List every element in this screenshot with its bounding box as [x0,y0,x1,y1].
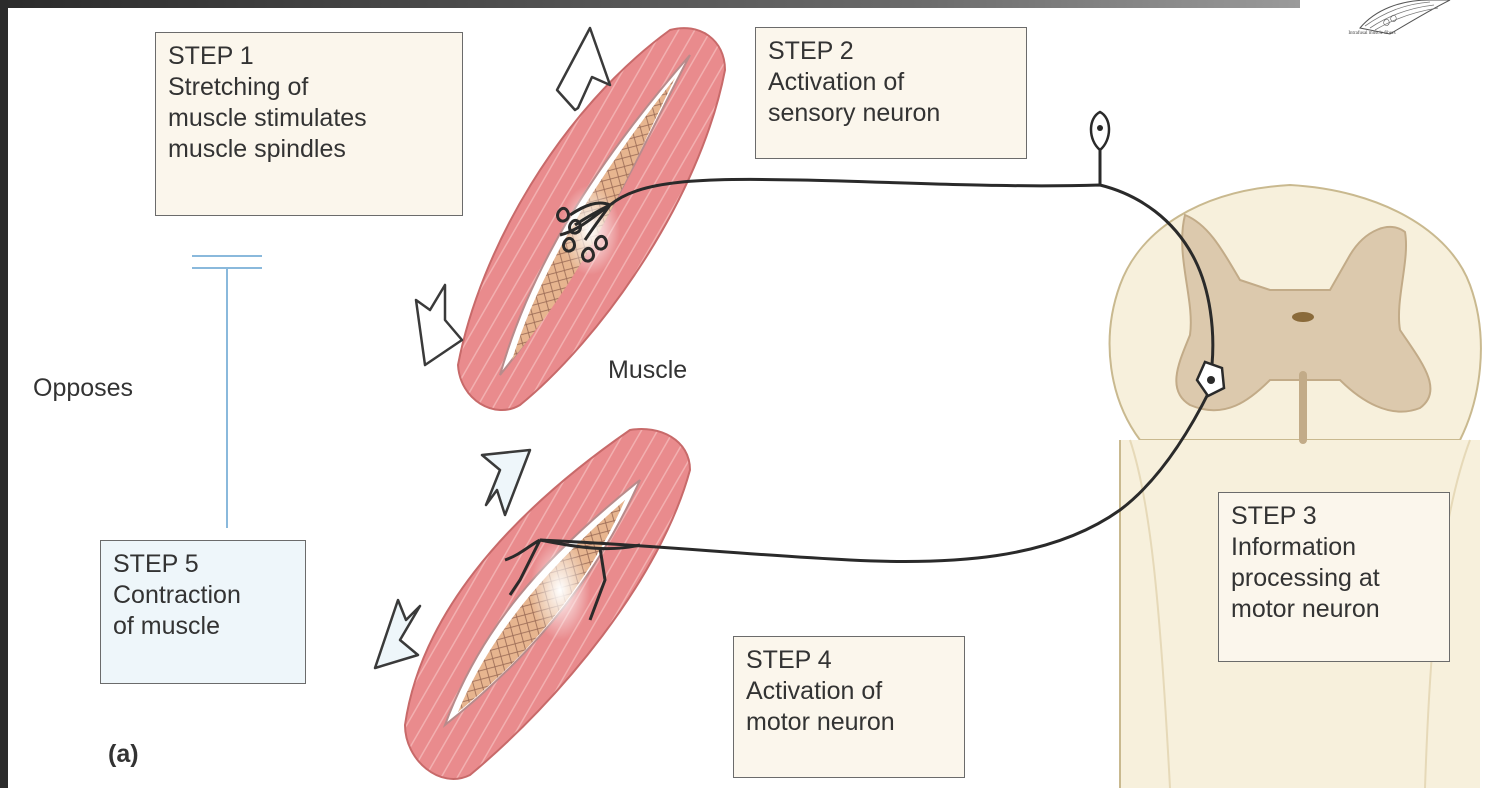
lower-muscle [405,429,690,779]
step-1-line-2: muscle stimulates [168,103,450,134]
step-3-line-1: Information [1231,532,1437,563]
step-4-line-2: motor neuron [746,707,952,738]
step-2-line-1: Activation of [768,67,1014,98]
step-2-title: STEP 2 [768,36,1014,67]
opposes-label: Opposes [33,374,133,403]
intrafusal-fiber-thumbnail [1330,0,1470,48]
step-1-box: STEP 1 Stretching of muscle stimulates m… [155,32,463,216]
opposes-connector [192,256,262,528]
step-3-title: STEP 3 [1231,501,1437,532]
step-5-line-2: of muscle [113,611,293,642]
central-canal [1292,312,1314,322]
step-5-title: STEP 5 [113,549,293,580]
sensory-cell-body [1091,112,1109,150]
step-4-box: STEP 4 Activation of motor neuron [733,636,965,778]
step-5-box: STEP 5 Contraction of muscle [100,540,306,684]
step-2-box: STEP 2 Activation of sensory neuron [755,27,1027,159]
step-1-title: STEP 1 [168,41,450,72]
step-1-line-3: muscle spindles [168,134,450,165]
step-2-line-2: sensory neuron [768,98,1014,129]
thumbnail-caption: Intrafusal muscle fibers [1340,31,1404,37]
step-1-line-1: Stretching of [168,72,450,103]
panel-label: (a) [108,740,139,769]
spinal-cord [1110,185,1481,788]
step-4-title: STEP 4 [746,645,952,676]
step-3-line-3: motor neuron [1231,594,1437,625]
muscle-label: Muscle [608,356,687,385]
step-3-line-2: processing at [1231,563,1437,594]
step-5-line-1: Contraction [113,580,293,611]
step-3-box: STEP 3 Information processing at motor n… [1218,492,1450,662]
step-4-line-1: Activation of [746,676,952,707]
